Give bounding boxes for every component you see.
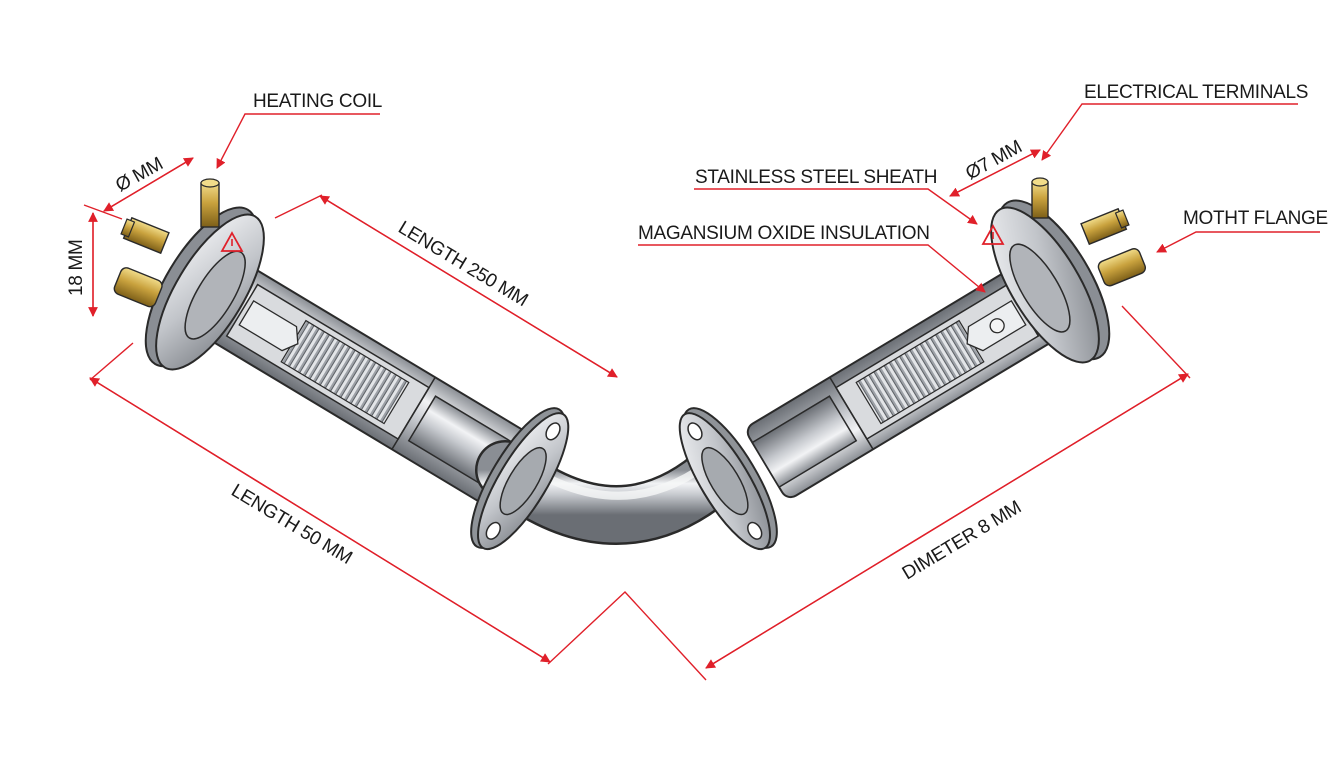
- warning-triangle-icon-right: [981, 224, 1005, 245]
- dim-upper-length: LENGTH 250 MM: [394, 217, 531, 311]
- right-end-flange: [990, 199, 1111, 364]
- right-terminals: [1031, 177, 1147, 287]
- dim-overall-diameter: DIMETER 8 MM: [899, 497, 1025, 584]
- label-magnesium-oxide-insulation: MAGANSIUM OXIDE INSULATION: [638, 223, 930, 244]
- warning-triangle-icon: [220, 231, 244, 252]
- label-heating-coil: HEATING COIL: [253, 91, 382, 112]
- left-arm: [206, 266, 527, 504]
- dim-lower-length: LENGTH 50 MM: [227, 480, 355, 568]
- middle-flange-right: [678, 407, 778, 551]
- dim-left-height: 18 MM: [66, 239, 87, 296]
- left-terminals: [113, 178, 220, 308]
- dim-right-diameter: Ø7 MM: [962, 137, 1025, 185]
- leader-lines: [83, 103, 1320, 681]
- middle-flange-left: [470, 407, 570, 551]
- left-end-flange: [144, 206, 265, 371]
- left-insulator-core: [238, 299, 299, 352]
- right-tube: [751, 395, 858, 489]
- right-arm: [746, 266, 1059, 499]
- label-stainless-steel-sheath: STAINLESS STEEL SHEATH: [695, 167, 937, 188]
- label-electrical-terminals: ELECTRICAL TERMINALS: [1084, 82, 1308, 103]
- label-mount-flange: MOTHT FLANGE: [1183, 208, 1328, 229]
